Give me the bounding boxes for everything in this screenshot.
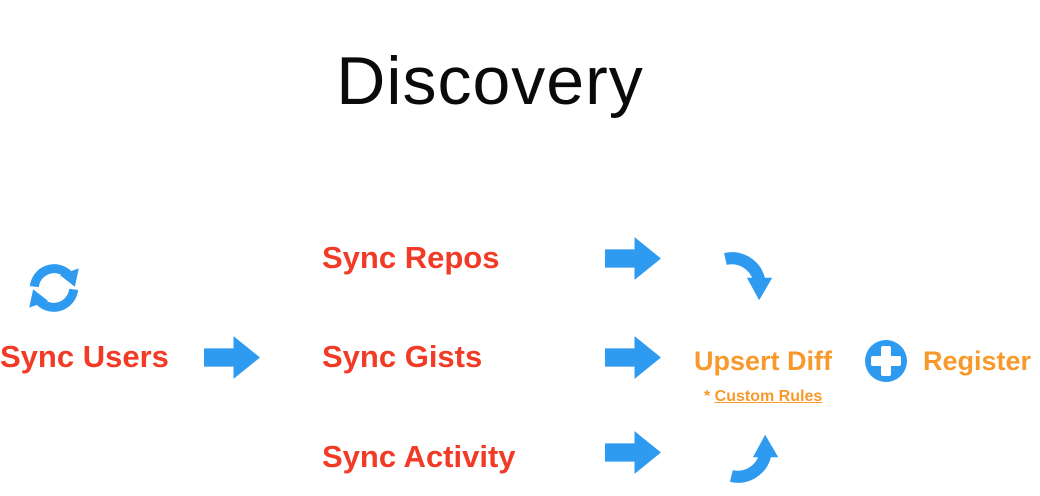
curved-arrow-up-icon: [722, 430, 782, 492]
node-register: Register: [923, 346, 1032, 376]
node-upsert-diff: Upsert Diff: [694, 346, 833, 376]
arrow-right-icon: [605, 236, 662, 281]
custom-rules: * Custom Rules: [704, 388, 822, 406]
node-sync-activity: Sync Activity: [322, 439, 516, 474]
plus-circle-icon: [864, 339, 908, 383]
curved-arrow-down-icon: [716, 244, 776, 304]
arrow-right-icon: [204, 335, 261, 380]
node-sync-gists: Sync Gists: [322, 339, 483, 374]
node-sync-repos: Sync Repos: [322, 240, 500, 275]
sync-icon: [13, 247, 95, 329]
page-title: Discovery: [336, 42, 644, 119]
custom-rules-link[interactable]: Custom Rules: [714, 388, 823, 405]
arrow-right-icon: [605, 335, 662, 380]
custom-rules-asterisk: *: [704, 388, 715, 405]
node-sync-users: Sync Users: [0, 339, 169, 374]
arrow-right-icon: [605, 430, 662, 475]
